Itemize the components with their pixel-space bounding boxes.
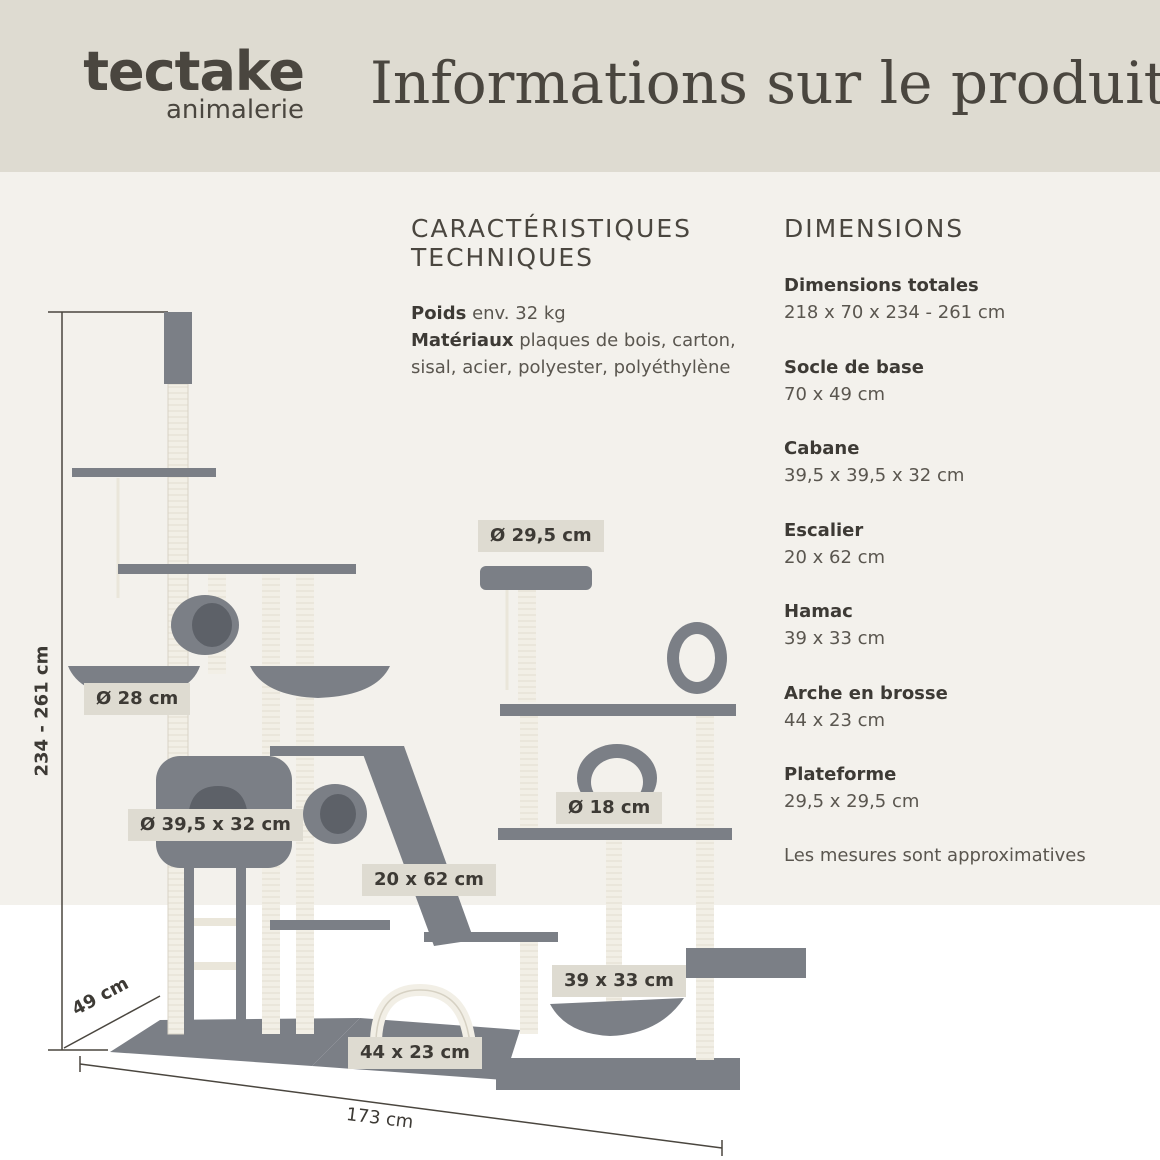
- dimension-label: Plateforme: [784, 764, 897, 785]
- round-platform: [480, 566, 592, 590]
- dimension-item: Escalier 20 x 62 cm: [784, 517, 1154, 599]
- dimension-label: Cabane: [784, 438, 860, 459]
- specs-title-line1: CARACTÉRISTIQUES: [411, 214, 692, 243]
- dimension-item: Arche en brosse 44 x 23 cm: [784, 680, 1154, 762]
- height-measure: 234 - 261 cm: [31, 645, 53, 777]
- header-band: [0, 0, 1160, 172]
- depth-dimension-line: [63, 995, 161, 1049]
- dimension-value: 39 x 33 cm: [784, 628, 886, 649]
- ceiling-cap: [164, 312, 192, 384]
- side-platform: [686, 948, 806, 978]
- upper-right-platform: [500, 704, 736, 716]
- dimension-item: Hamac 39 x 33 cm: [784, 598, 1154, 680]
- mid-platform: [270, 746, 404, 756]
- callout-platform: Ø 29,5 cm: [478, 520, 604, 552]
- dimension-value: 20 x 62 cm: [784, 546, 886, 568]
- specs-text: Poids env. 32 kg Matériaux plaques de bo…: [411, 300, 741, 381]
- materials-value: plaques de bois, carton, sisal, acier, p…: [411, 330, 736, 378]
- dimension-value: 70 x 49 cm: [784, 383, 886, 405]
- dimension-label: Escalier: [784, 519, 864, 541]
- top-platform: [118, 564, 356, 574]
- brand-logo: tectake animalerie: [64, 40, 305, 125]
- low-platform: [270, 920, 390, 930]
- width-dimension-line: [79, 1056, 723, 1156]
- dimension-item: Dimensions totales 218 x 70 x 234 - 261 …: [784, 272, 1154, 354]
- dimension-label: Socle de base: [784, 356, 924, 378]
- dimension-label: Hamac: [784, 601, 853, 622]
- materials-label: Matériaux: [411, 330, 514, 351]
- hammock: [550, 998, 684, 1036]
- small-platform: [72, 468, 216, 477]
- dimensions-title: DIMENSIONS: [784, 214, 965, 243]
- dimension-label: Dimensions totales: [784, 275, 979, 296]
- dimension-label: Arche en brosse: [784, 682, 948, 704]
- callout-tunnel: Ø 18 cm: [556, 792, 663, 824]
- height-dimension-line: [48, 311, 168, 1051]
- dimension-item: Cabane 39,5 x 39,5 x 32 cm: [784, 435, 1154, 517]
- callout-hammock: 39 x 33 cm: [552, 965, 686, 997]
- ladder-rungs: [194, 918, 236, 970]
- callout-house: Ø 39,5 x 32 cm: [128, 809, 303, 841]
- weight-value: env. 32 kg: [472, 303, 566, 324]
- page-title: Informations sur le produit: [370, 49, 1160, 117]
- basket-right: [250, 666, 390, 698]
- dimension-item: Socle de base 70 x 49 cm: [784, 354, 1154, 436]
- dimensions-list: Dimensions totales 218 x 70 x 234 - 261 …: [784, 272, 1154, 843]
- dimension-value: 39,5 x 39,5 x 32 cm: [784, 465, 965, 486]
- brand-name: tectake: [83, 40, 305, 103]
- callout-basket: Ø 28 cm: [84, 683, 191, 715]
- dimension-item: Plateforme 29,5 x 29,5 cm: [784, 761, 1154, 843]
- specs-title: CARACTÉRISTIQUES TECHNIQUES: [411, 214, 692, 272]
- lower-right-platform: [498, 828, 732, 840]
- callout-arch: 44 x 23 cm: [348, 1037, 482, 1069]
- callout-stairs: 20 x 62 cm: [362, 864, 496, 896]
- dimension-value: 29,5 x 29,5 cm: [784, 791, 920, 812]
- brand-sub: animalerie: [165, 95, 304, 125]
- approximate-note: Les mesures sont approximatives: [784, 845, 1086, 866]
- dimension-value: 218 x 70 x 234 - 261 cm: [784, 302, 1006, 323]
- specs-title-line2: TECHNIQUES: [411, 243, 595, 272]
- stairs-ramp: [360, 746, 474, 946]
- weight-label: Poids: [411, 303, 467, 324]
- dimension-value: 44 x 23 cm: [784, 709, 886, 731]
- ramp-foot-platform: [424, 932, 558, 942]
